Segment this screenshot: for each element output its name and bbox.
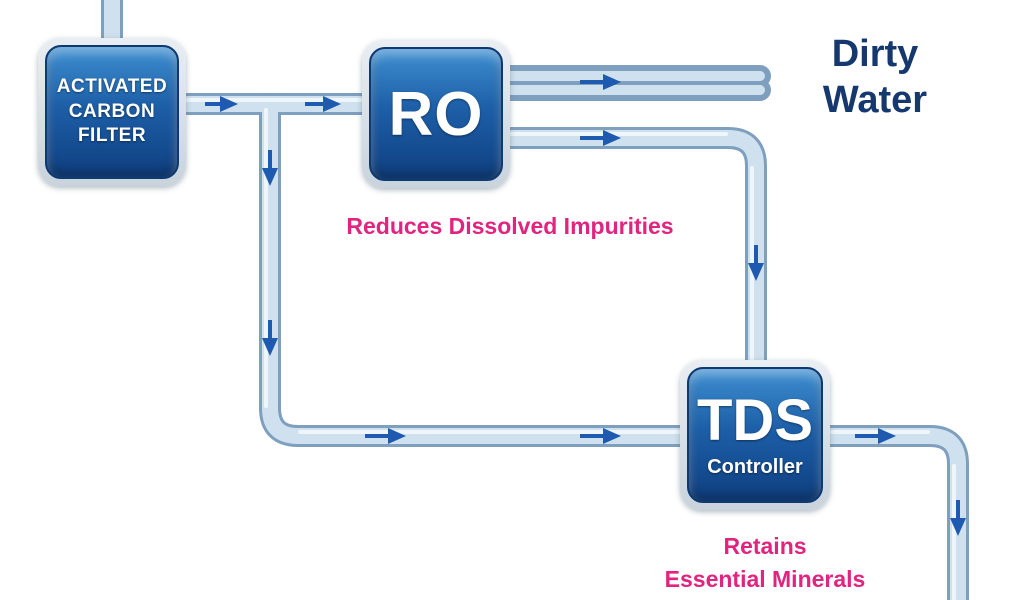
- dirty-water-line2: Water: [822, 78, 928, 121]
- carbon-filter-label-line1: ACTIVATED: [56, 75, 168, 97]
- tds-label: TDS: [697, 387, 813, 453]
- tds-sub-label: Controller: [707, 455, 803, 478]
- flow-arrows: [205, 74, 966, 536]
- ro-panel: RO: [369, 47, 503, 181]
- ro-caption: Reduces Dissolved Impurities: [346, 213, 674, 239]
- carbon-filter-node: ACTIVATED CARBON FILTER: [38, 38, 186, 186]
- carbon-filter-panel: ACTIVATED CARBON FILTER: [45, 45, 179, 179]
- tds-caption-line2: Essential Minerals: [664, 566, 866, 593]
- tds-caption-line1: Retains: [723, 533, 807, 559]
- pipe-ro-to-tds: [499, 127, 767, 371]
- tds-caption: Retains Essential Minerals: [620, 530, 910, 597]
- tds-controller-node: TDS Controller: [680, 360, 830, 510]
- ro-label: RO: [388, 79, 484, 149]
- carbon-filter-label-line3: FILTER: [77, 125, 147, 147]
- carbon-filter-label-line2: CARBON: [68, 100, 156, 122]
- dirty-water-label: Dirty Water: [770, 32, 980, 123]
- tds-panel: TDS Controller: [687, 367, 823, 503]
- dirty-water-line1: Dirty: [831, 33, 919, 75]
- ro-node: RO: [362, 40, 510, 188]
